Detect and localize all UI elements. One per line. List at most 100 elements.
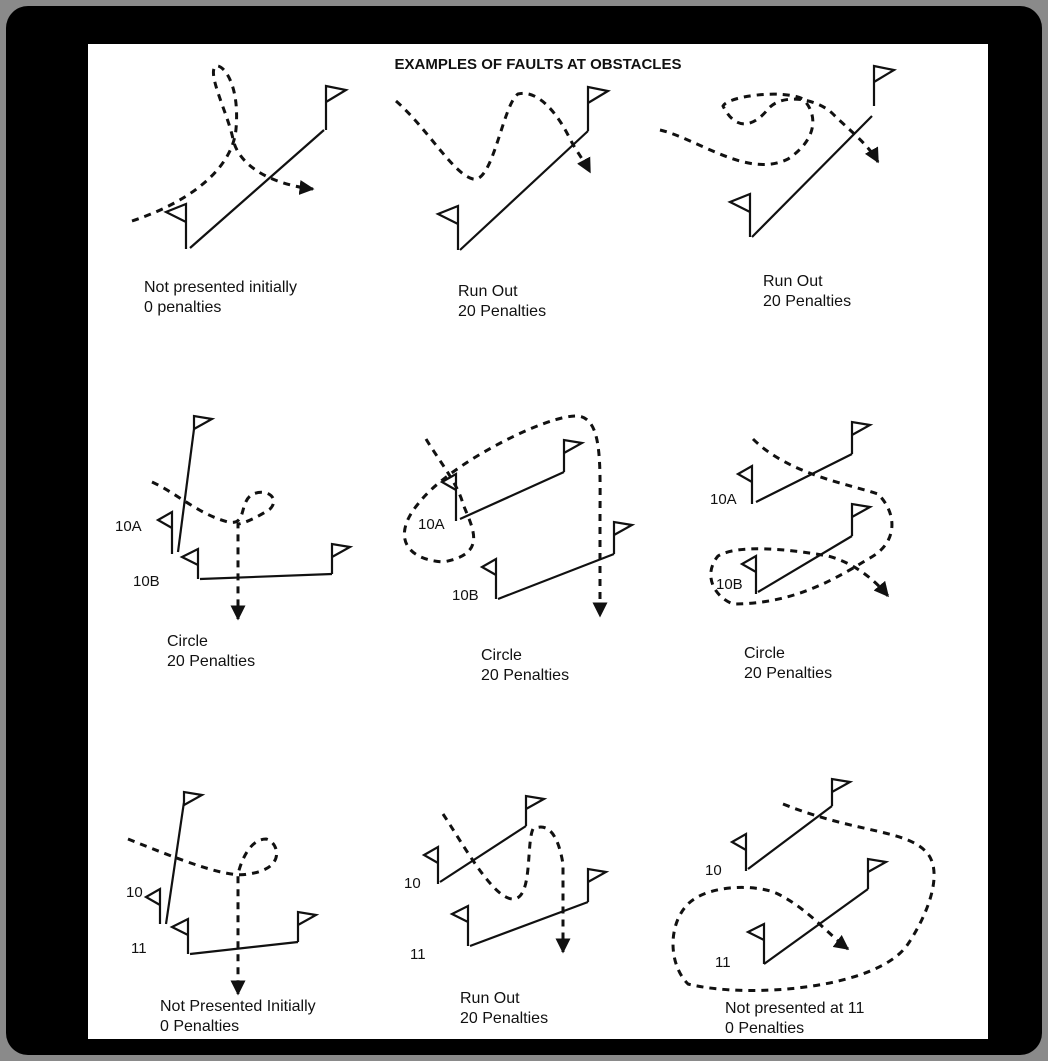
panel-3-caption: Run Out 20 Penalties [763, 272, 851, 312]
horse-path [671, 802, 936, 992]
flag-11-icon [745, 922, 766, 964]
flag-11-right-icon [586, 867, 610, 902]
horse-path [127, 837, 278, 996]
obstacle-10-line [747, 805, 833, 870]
obstacle-11-line [763, 888, 869, 965]
panel-3-drawing [659, 64, 898, 238]
flag-10-icon [729, 832, 748, 871]
label-10b: 10B [133, 573, 160, 590]
label-10a: 10A [418, 516, 445, 533]
flag-10a-icon [439, 472, 458, 521]
caption-line-1: Not presented at 11 [725, 1000, 865, 1017]
flag-10a-icon [735, 464, 754, 504]
panel-8-drawing [421, 794, 610, 954]
diagram-sheet: EXAMPLES OF FAULTS AT OBSTACLES Not pres… [88, 44, 988, 1039]
flag-10-right-icon [830, 777, 854, 806]
caption-line-1: Circle [744, 645, 785, 662]
caption-line-1: Circle [167, 633, 208, 650]
left-flag-icon [435, 204, 460, 250]
panel-9-caption: Not presented at 11 0 Penalties [725, 999, 864, 1039]
caption-line-2: 0 penalties [144, 299, 222, 316]
flag-10a-icon [155, 510, 174, 554]
flag-10b-right-icon [850, 502, 874, 536]
flag-10b-right-icon [612, 520, 636, 554]
label-10: 10 [126, 884, 143, 901]
label-11: 11 [131, 940, 147, 957]
caption-line-1: Run Out [763, 273, 823, 290]
panel-1-drawing [131, 64, 350, 249]
panel-8-caption: Run Out 20 Penalties [460, 989, 548, 1029]
caption-line-1: Run Out [458, 283, 518, 300]
caption-line-2: 20 Penalties [481, 667, 570, 684]
flag-10-icon [421, 845, 440, 884]
flag-10a-right-icon [850, 420, 874, 454]
panel-2-drawing [395, 85, 612, 251]
panel-7-caption: Not Presented Initially 0 Penalties [160, 997, 316, 1037]
obstacle-line [189, 129, 325, 249]
obstacle-10b-line [199, 572, 333, 581]
flag-11-icon [169, 917, 190, 954]
obstacle-11-line [189, 940, 299, 956]
panel-6-caption: Circle 20 Penalties [744, 644, 832, 684]
right-flag-icon [872, 64, 898, 106]
label-10a: 10A [115, 518, 142, 535]
obstacle-line [751, 115, 873, 238]
label-11: 11 [410, 946, 426, 963]
panel-5-caption: Circle 20 Penalties [481, 646, 569, 686]
horse-path [151, 480, 276, 621]
right-flag-icon [586, 85, 612, 131]
label-11: 11 [715, 954, 731, 971]
obstacle-10a-line [176, 428, 196, 553]
caption-line-1: Not presented initially [144, 279, 297, 296]
label-10: 10 [705, 862, 722, 879]
caption-line-1: Circle [481, 647, 522, 664]
flag-10b-icon [479, 557, 498, 599]
caption-line-2: 20 Penalties [763, 293, 852, 310]
left-flag-icon [727, 192, 752, 237]
obstacle-10a-line [459, 470, 565, 521]
black-frame: EXAMPLES OF FAULTS AT OBSTACLES Not pres… [6, 6, 1042, 1055]
flag-10-top-icon [182, 790, 206, 806]
panel-2-caption: Run Out 20 Penalties [458, 282, 546, 322]
horse-path [131, 64, 315, 223]
right-flag-icon [324, 84, 350, 130]
flag-11-icon [449, 904, 470, 946]
label-10a: 10A [710, 491, 737, 508]
flag-11-right-icon [866, 857, 890, 889]
obstacle-11-line [469, 900, 589, 948]
panel-4-drawing [151, 414, 354, 621]
obstacle-10b-line [497, 552, 615, 601]
flag-11-right-icon [296, 910, 320, 942]
caption-line-2: 0 Penalties [160, 1018, 240, 1035]
obstacle-10a-line [755, 453, 853, 503]
flag-10b-right-icon [330, 542, 354, 574]
horse-path [395, 91, 592, 181]
horse-path [441, 813, 571, 954]
panel-4-caption: Circle 20 Penalties [167, 632, 255, 672]
caption-line-1: Not Presented Initially [160, 998, 316, 1015]
panel-9-drawing [671, 777, 936, 992]
obstacle-10b-line [757, 535, 853, 593]
caption-line-2: 20 Penalties [167, 653, 256, 670]
label-10: 10 [404, 875, 421, 892]
caption-line-2: 20 Penalties [458, 303, 547, 320]
flag-10b-icon [179, 547, 200, 579]
obstacle-10-line [164, 801, 186, 925]
flag-10-right-icon [524, 794, 548, 826]
caption-line-2: 20 Penalties [460, 1010, 549, 1027]
caption-line-1: Run Out [460, 990, 520, 1007]
obstacle-10-line [439, 825, 527, 883]
flag-10a-top-icon [192, 414, 216, 430]
panel-7-drawing [127, 790, 320, 996]
horse-path [402, 414, 608, 618]
caption-line-2: 20 Penalties [744, 665, 833, 682]
flag-10a-right-icon [562, 438, 586, 472]
horse-path [659, 92, 880, 166]
caption-line-2: 0 Penalties [725, 1020, 805, 1037]
panel-1-caption: Not presented initially 0 penalties [144, 278, 297, 318]
flag-10-icon [143, 887, 162, 924]
panel-6-drawing [709, 420, 894, 606]
label-10b: 10B [452, 587, 479, 604]
flag-10b-icon [739, 554, 758, 594]
panel-5-drawing [402, 414, 636, 618]
